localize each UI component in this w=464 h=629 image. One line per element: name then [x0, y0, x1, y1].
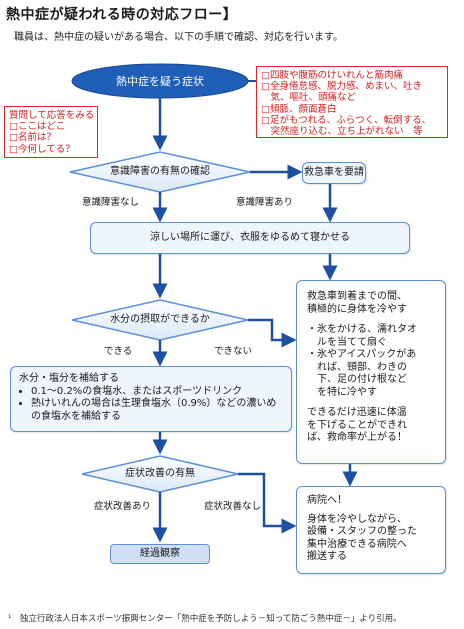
hydration-yes-label: できる [104, 346, 133, 357]
ambulance-box: 救急車を要請 [302, 162, 366, 184]
question-line-1: 質問して応答をみる [9, 110, 95, 121]
observe-box: 経過観察 [110, 544, 210, 564]
hydrate-box: 水分・塩分を補給する 0.1～0.2%の食塩水、またはスポーツドリンク 熱けいれ… [10, 366, 292, 432]
improve-yes-label: 症状改善あり [94, 501, 152, 512]
before-arrival-line-5: ルを当てて扇ぐ [307, 336, 387, 348]
arrow-hydration-to-before-arrival [248, 318, 297, 348]
before-arrival-line-13: ば、救命率が上がる！ [307, 432, 407, 443]
before-arrival-line-1: 救急車到着までの間、 [307, 291, 407, 302]
hydration-label: 水分の摂取ができるか [110, 313, 210, 325]
before-arrival-line-10 [307, 399, 435, 407]
improve-no-label: 症状改善なし [204, 501, 262, 512]
symptom-line-2: □全身倦怠感、脱力感、めまい、吐き [261, 81, 422, 93]
hospital-line-4: 設備・スタッフの整った [307, 526, 417, 537]
intro-text: 職員は、熱中症の疑いがある場合、以下の手順で確認、対応を行います。 [14, 32, 343, 43]
hospital-line-1: 病院へ！ [307, 495, 347, 506]
hospital-line-3: 身体を冷やしながら、 [307, 513, 407, 525]
before-arrival-line-4: ・氷をかける、濡れタオ [307, 324, 417, 335]
consciousness-label: 意識障害の有無の確認 [110, 165, 210, 177]
page-title: 熱中症が疑われる時の対応フロー】 [6, 7, 238, 23]
symptom-line-3: 気、嘔吐、頭痛など [261, 92, 357, 104]
improve-label: 症状改善の有無 [125, 467, 195, 479]
hospital-box: 病院へ！ 身体を冷やしながら、 設備・スタッフの整った 集中治療できる病院へ 搬… [296, 486, 446, 574]
before-arrival-line-3 [307, 316, 435, 324]
before-arrival-line-11: できるだけ迅速に体温 [307, 407, 407, 418]
question-line-4: □今何してる？ [9, 143, 75, 155]
before-arrival-box: 救急車到着までの間、 積極的に身体を冷やす ・氷をかける、濡れタオ ルを当てて扇… [296, 280, 446, 464]
hospital-line-5: 集中治療できる病院へ [307, 538, 407, 550]
before-arrival-line-12: を下げることができれ [307, 419, 407, 431]
symptom-line-1: □四肢や腹筋のけいれんと筋肉痛 [261, 70, 403, 81]
footnote: ¹ 独立行政法人日本スポーツ振興センター「熱中症を予防しよう－知って防ごう熱中症… [8, 614, 402, 624]
before-arrival-line-6: ・氷やアイスパックがあ [307, 349, 417, 360]
consciousness-no-label: 意識障害なし [82, 197, 140, 208]
arrow-improve-to-hospital [238, 472, 297, 534]
hydrate-heading: 水分・塩分を補給する [19, 373, 119, 384]
before-arrival-line-8: 下、足の付け根など [307, 374, 407, 385]
questions-box: 質問して応答をみる □ここはどこ □名前は？ □今何してる？ [4, 106, 98, 158]
hydration-no-label: できない [214, 346, 253, 357]
cool-place-box: 涼しい場所に運び、衣服をゆるめて寝かせる [90, 222, 410, 254]
symptom-line-5: □足がもつれる、ふらつく、転倒する、 [261, 114, 432, 126]
consciousness-yes-label: 意識障害あり [236, 197, 294, 208]
before-arrival-line-9: を特に冷やす [307, 386, 377, 398]
before-arrival-line-7: れば、頸部、わきの [307, 361, 407, 373]
hydrate-bullet-1: 0.1～0.2%の食塩水、またはスポーツドリンク [31, 386, 283, 399]
symptom-line-6: 突然座り込む、立ち上がれない 等 [261, 126, 423, 138]
hydrate-bullet-2: 熱けいれんの場合は生理食塩水（0.9%）などの濃いめの食塩水を補給する [31, 398, 283, 423]
hospital-line-6: 搬送する [307, 551, 347, 562]
start-label: 熱中症を疑う症状 [116, 75, 204, 88]
question-line-3: □名前は？ [9, 132, 56, 144]
question-line-2: □ここはどこ [9, 121, 66, 133]
symptom-line-4: □頻脈、顔面蒼白 [261, 103, 337, 115]
before-arrival-line-2: 積極的に身体を冷やす [307, 303, 407, 315]
symptoms-box: □四肢や腹筋のけいれんと筋肉痛 □全身倦怠感、脱力感、めまい、吐き 気、嘔吐、頭… [256, 66, 448, 138]
